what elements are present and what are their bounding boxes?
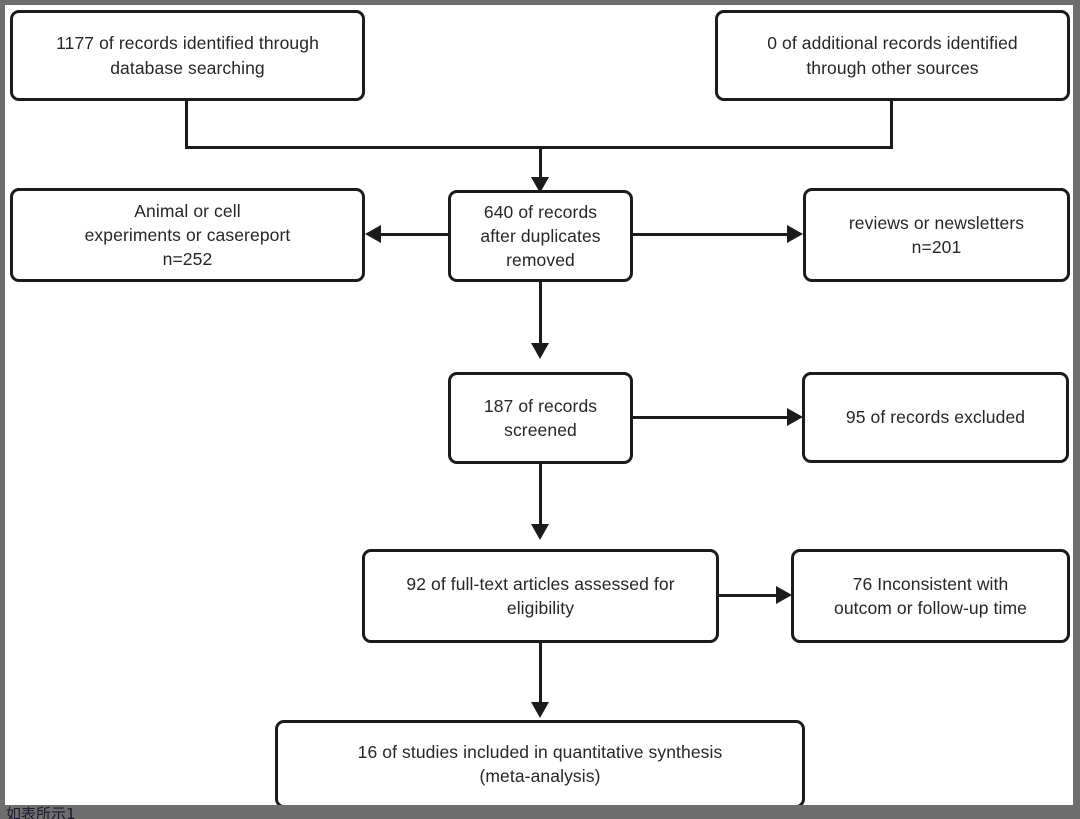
connector-screened-to-fulltext <box>539 464 542 526</box>
arrowhead-to-included <box>531 702 549 718</box>
figure-caption-text: 如表所示1 <box>6 806 76 819</box>
arrowhead-to-inconsistent <box>776 586 792 604</box>
connector-fulltext-to-inconsistent <box>719 594 777 597</box>
box-inconsistent-outcome-followup-excluded: 76 Inconsistent with outcom or follow-up… <box>791 549 1070 643</box>
arrowhead-to-reviews-box <box>787 225 803 243</box>
connector-merge-to-duplicates <box>539 146 542 180</box>
arrowhead-to-animal-box <box>365 225 381 243</box>
arrowhead-to-screened <box>531 343 549 359</box>
box-studies-included-quantitative-synthesis: 16 of studies included in quantitative s… <box>275 720 805 805</box>
box-records-identified-database: 1177 of records identified through datab… <box>10 10 365 101</box>
connector-duplicates-to-animal <box>380 233 448 236</box>
connector-duplicates-to-screened <box>539 282 542 344</box>
box-fulltext-articles-assessed: 92 of full-text articles assessed for el… <box>362 549 719 643</box>
box-animal-cell-casereport-excluded: Animal or cell experiments or casereport… <box>10 188 365 282</box>
box-records-after-duplicates-removed: 640 of records after duplicates removed <box>448 190 633 282</box>
box-records-identified-other-sources: 0 of additional records identified throu… <box>715 10 1070 101</box>
arrowhead-to-records-excluded <box>787 408 803 426</box>
connector-duplicates-to-reviews <box>633 233 788 236</box>
connector-other-down <box>890 101 893 149</box>
arrowhead-to-duplicates <box>531 177 549 193</box>
box-records-excluded: 95 of records excluded <box>802 372 1069 463</box>
arrowhead-to-fulltext <box>531 524 549 540</box>
box-reviews-newsletters-excluded: reviews or newsletters n=201 <box>803 188 1070 282</box>
connector-screened-to-excluded <box>633 416 788 419</box>
connector-db-down <box>185 101 188 149</box>
figure-caption: 如表所示1 <box>6 806 306 819</box>
connector-fulltext-to-included <box>539 643 542 705</box>
box-records-screened: 187 of records screened <box>448 372 633 464</box>
diagram-canvas: 1177 of records identified through datab… <box>5 5 1073 805</box>
